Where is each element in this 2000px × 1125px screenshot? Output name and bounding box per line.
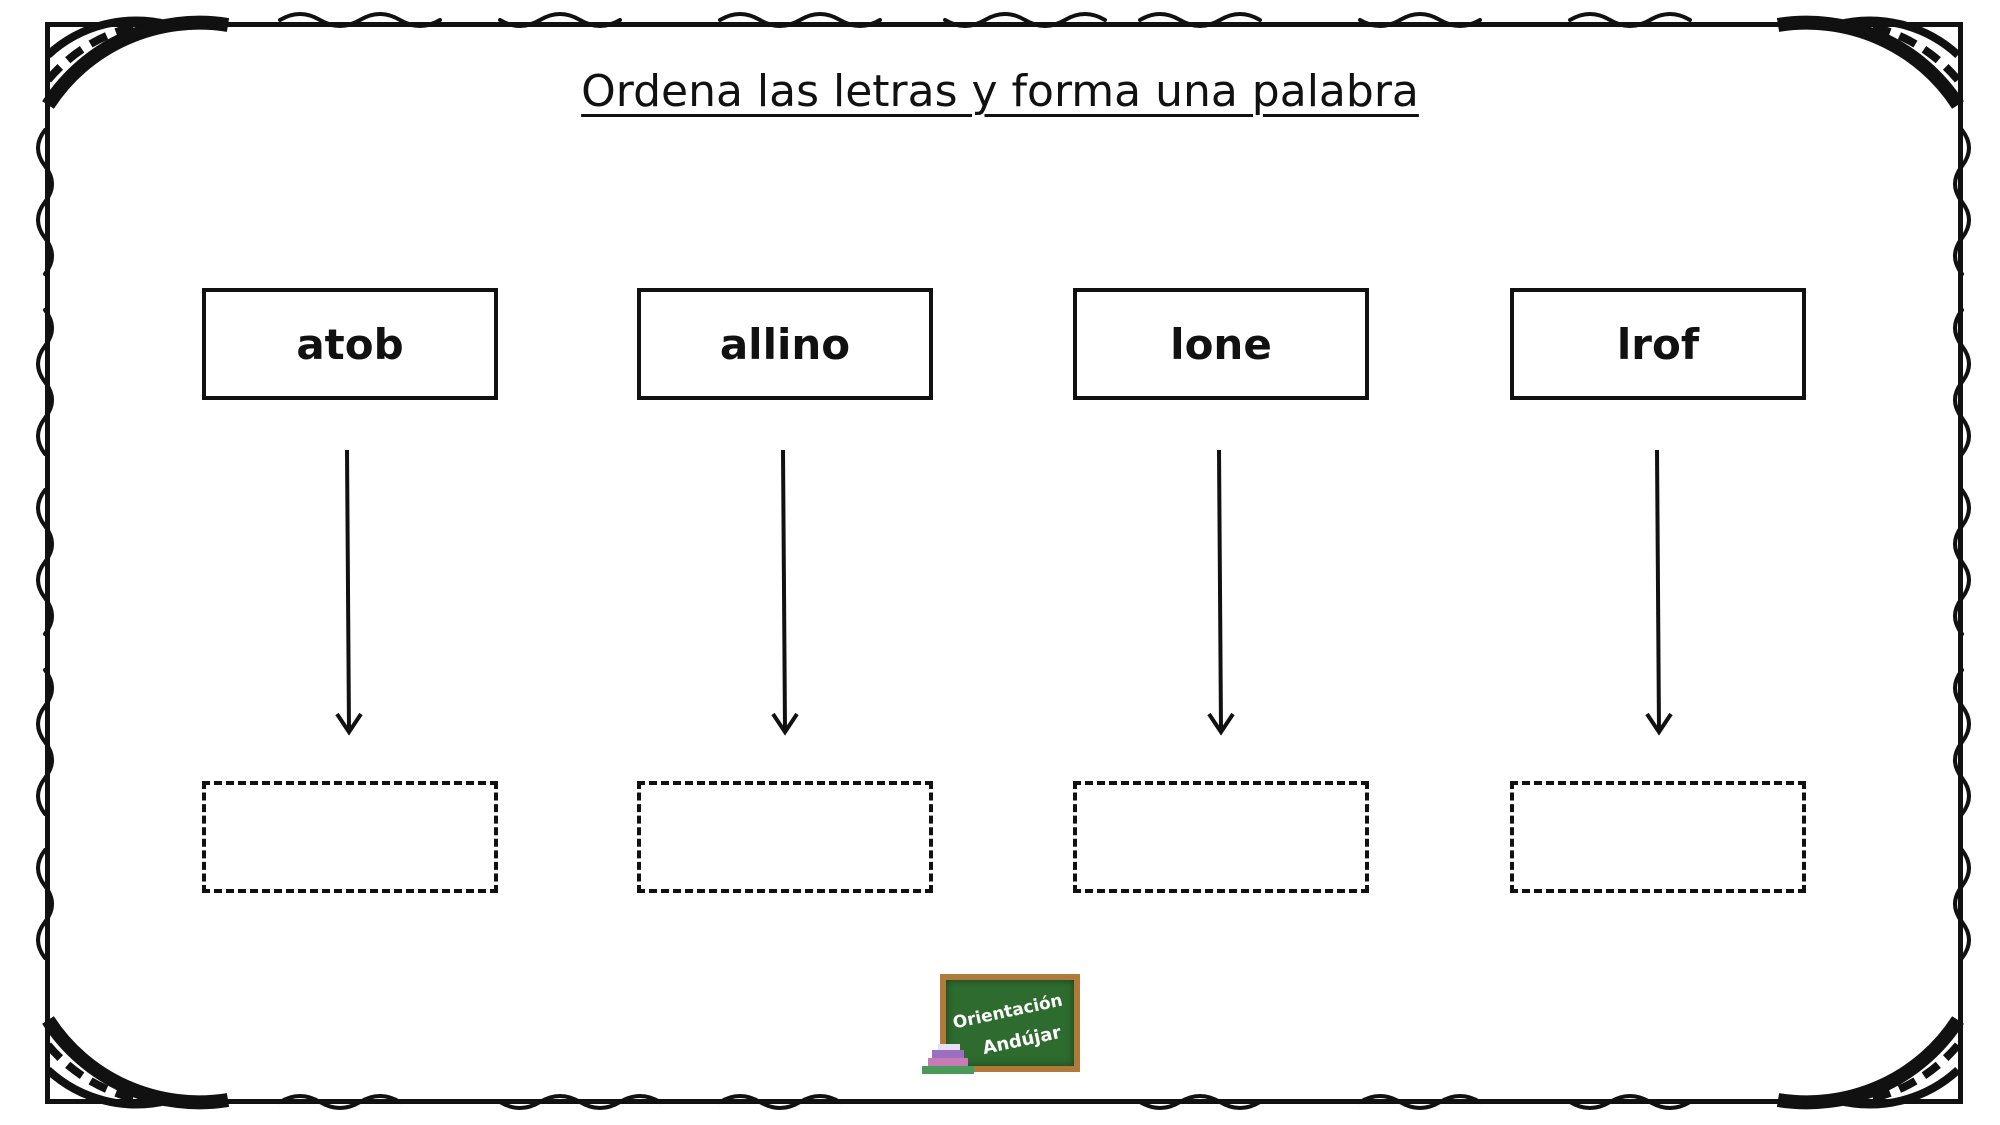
- worksheet-title: Ordena las letras y forma una palabra: [0, 66, 2000, 117]
- answer-box-1[interactable]: [202, 781, 498, 893]
- down-arrow-icon: [335, 449, 363, 736]
- answer-box-3[interactable]: [1073, 781, 1369, 893]
- answer-box-4[interactable]: [1510, 781, 1806, 893]
- scrambled-word-box-2: allino: [637, 288, 933, 400]
- answer-box-2[interactable]: [637, 781, 933, 893]
- down-arrow-icon: [1207, 449, 1235, 736]
- down-arrow-icon: [771, 449, 799, 736]
- logo-line-2: Andújar: [980, 1021, 1063, 1060]
- chalkboard: Orientación Andújar: [940, 974, 1080, 1072]
- scrambled-word-box-3: lone: [1073, 288, 1369, 400]
- down-arrow-icon: [1645, 449, 1673, 736]
- scrambled-word-box-1: atob: [202, 288, 498, 400]
- title-text: Ordena las letras y forma una palabra: [581, 66, 1419, 117]
- scrambled-word-box-4: lrof: [1510, 288, 1806, 400]
- books-icon: [922, 1044, 974, 1074]
- orientacion-andujar-logo: Orientación Andújar: [918, 972, 1083, 1077]
